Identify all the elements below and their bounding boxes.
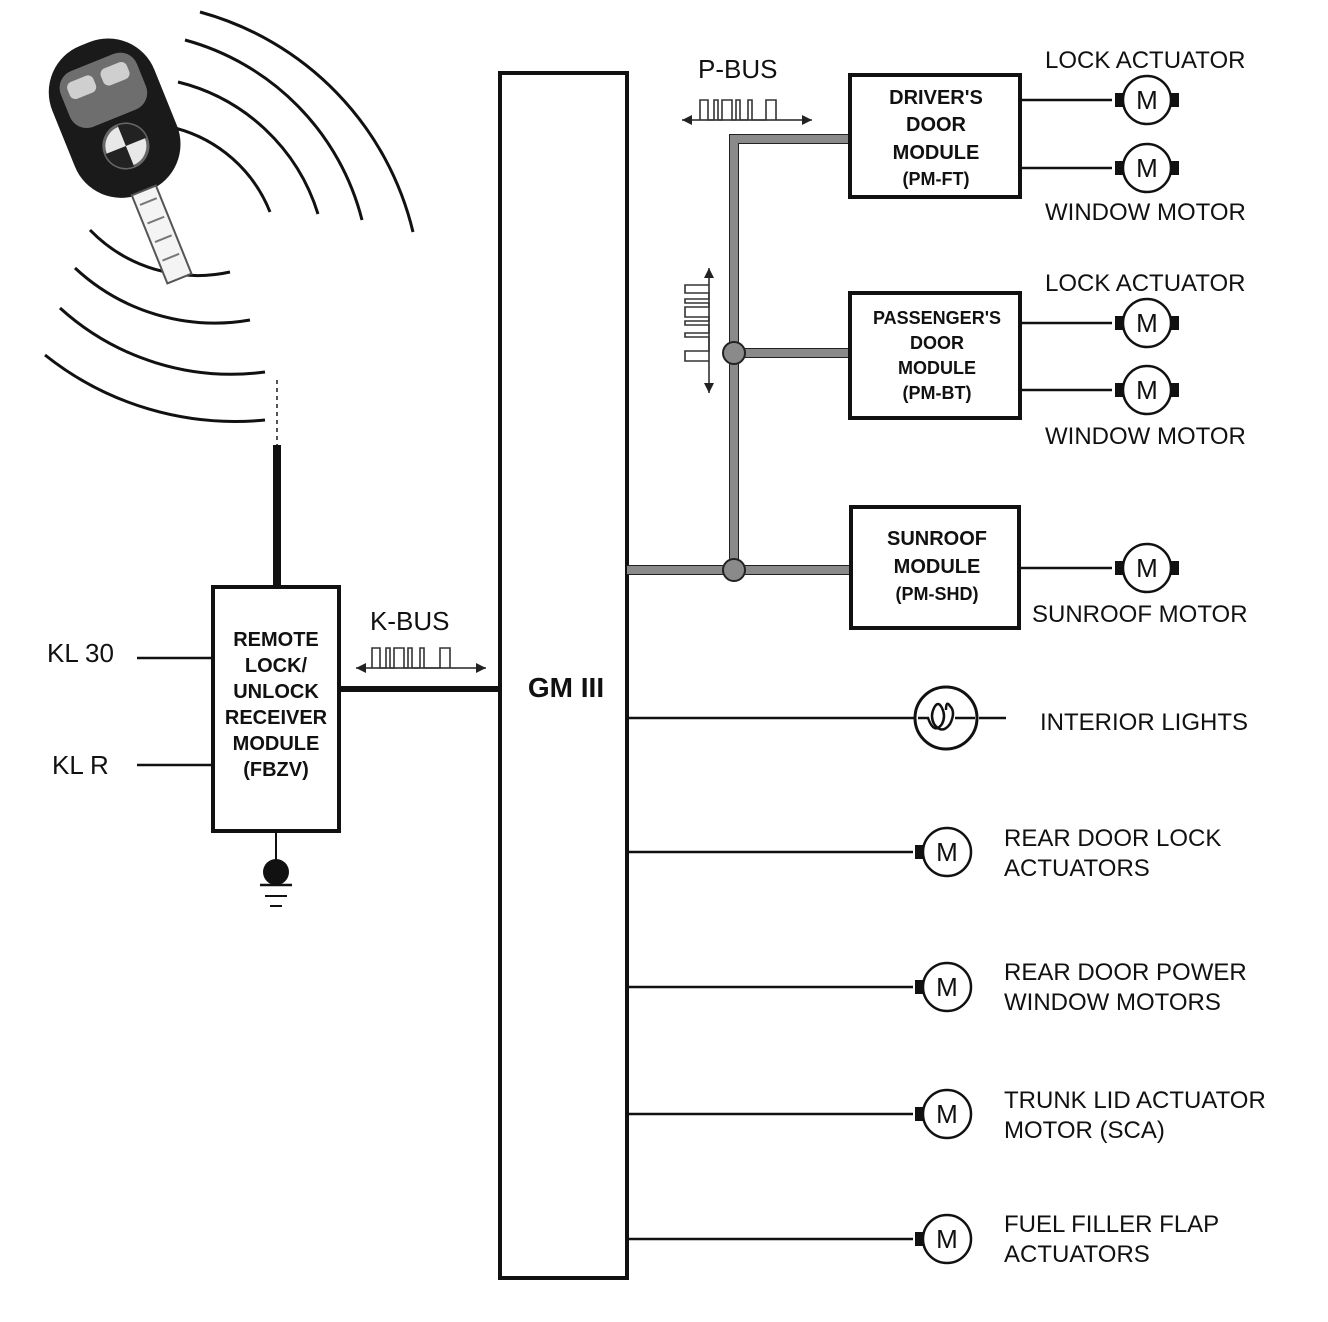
trunk-label-2: MOTOR (SCA) [1004,1117,1165,1144]
motor-circle [1121,297,1173,349]
motor-circle [1121,364,1173,416]
kl30-label: KL 30 [47,638,114,668]
p-bus-label: P-BUS [698,54,777,84]
interior-lights-label: INTERIOR LIGHTS [1040,709,1248,736]
passengers-door-module-box[interactable] [848,291,1022,420]
drivers-door-line4: (PM-FT) [903,169,970,189]
passengers-window-motor-icon: M [1115,364,1179,416]
drivers-door-module-box[interactable] [848,73,1022,199]
p-bus-vertical-signal-icon [684,268,714,393]
motor-terminal [915,845,923,859]
passengers-lock-actuator-label: LOCK ACTUATOR [1045,270,1245,297]
gm3-module-box[interactable] [498,71,629,1280]
p-bus-signal-icon [682,99,812,125]
sunroof-motor-icon: M [1115,542,1179,594]
sunroof-motor-label: SUNROOF MOTOR [1032,601,1248,628]
drivers-lock-actuator-motor-icon: M [1115,74,1179,126]
rear-door-window-motor-icon: M [915,961,973,1013]
motor-symbols: M M M M M M M M M [915,74,1179,1265]
motor-letter: M [1136,308,1158,338]
passengers-lock-actuator-motor-icon: M [1115,297,1179,349]
k-bus-signal-icon [356,647,486,673]
motor-terminal [1171,561,1179,575]
motor-circle [1121,74,1173,126]
fuel-label-1: FUEL FILLER FLAP [1004,1211,1219,1238]
motor-letter: M [936,972,958,1002]
drivers-lock-actuator-label: LOCK ACTUATOR [1045,47,1245,74]
motor-terminal [1171,383,1179,397]
sunroof-line2: MODULE [894,556,981,578]
motor-letter: M [1136,85,1158,115]
drivers-door-line2: DOOR [906,114,967,136]
lamp-icon [913,685,979,751]
remote-module-line4: RECEIVER [225,707,328,729]
rear-lock-label-1: REAR DOOR LOCK [1004,825,1221,852]
rear-window-label-2: WINDOW MOTORS [1004,989,1221,1016]
motor-circle [921,961,973,1013]
motor-terminal [1115,383,1123,397]
passengers-door-line3: MODULE [898,358,976,378]
motor-letter: M [1136,375,1158,405]
motor-terminal [1115,561,1123,575]
motor-letter: M [1136,153,1158,183]
remote-module-line2: LOCK/ [245,655,308,677]
rear-window-label-1: REAR DOOR POWER [1004,959,1247,986]
sunroof-module-box[interactable] [849,505,1021,630]
motor-terminal [915,980,923,994]
trunk-lid-motor-icon: M [915,1088,973,1140]
passengers-door-line4: (PM-BT) [903,383,972,403]
passengers-door-line1: PASSENGER'S [873,308,1001,328]
motor-circle [1121,142,1173,194]
remote-module-line5: MODULE [233,733,320,755]
motor-terminal [915,1232,923,1246]
remote-module-line3: UNLOCK [233,681,319,703]
drivers-window-motor-icon: M [1115,142,1179,194]
drivers-door-line3: MODULE [893,142,980,164]
motor-letter: M [1136,553,1158,583]
gm3-output-wires [627,716,1006,1241]
sunroof-line3: (PM-SHD) [896,584,979,604]
gm3-label: GM III [528,672,604,703]
motor-letter: M [936,1099,958,1129]
motor-letter: M [936,1224,958,1254]
fuel-flap-motor-icon: M [915,1213,973,1265]
motor-terminal [1115,316,1123,330]
drivers-window-motor-label: WINDOW MOTOR [1045,199,1246,226]
motor-terminal [1171,316,1179,330]
motor-terminal [1171,93,1179,107]
k-bus-label: K-BUS [370,606,449,636]
passengers-door-line2: DOOR [910,333,964,353]
ground-icon [260,831,292,907]
fuel-label-2: ACTUATORS [1004,1241,1150,1268]
motor-circle [1121,542,1173,594]
key-fob-icon [44,10,415,423]
module-output-wires [1019,98,1112,570]
remote-module-line1: REMOTE [233,629,319,651]
trunk-label-1: TRUNK LID ACTUATOR [1004,1087,1266,1114]
p-bus-wiring [627,134,850,582]
motor-terminal [1115,161,1123,175]
passengers-window-motor-label: WINDOW MOTOR [1045,423,1246,450]
drivers-door-line1: DRIVER'S [889,87,983,109]
remote-receiver-module-box[interactable] [211,585,341,833]
radio-wave-arcs [44,10,415,423]
motor-terminal [1115,93,1123,107]
motor-circle [921,1213,973,1265]
motor-circle [921,826,973,878]
klr-label: KL R [52,750,109,780]
rear-lock-label-2: ACTUATORS [1004,855,1150,882]
rear-door-lock-motor-icon: M [915,826,973,878]
sunroof-line1: SUNROOF [887,528,987,550]
motor-letter: M [936,837,958,867]
remote-module-line6: (FBZV) [243,759,309,781]
motor-terminal [1171,161,1179,175]
motor-circle [921,1088,973,1140]
motor-terminal [915,1107,923,1121]
